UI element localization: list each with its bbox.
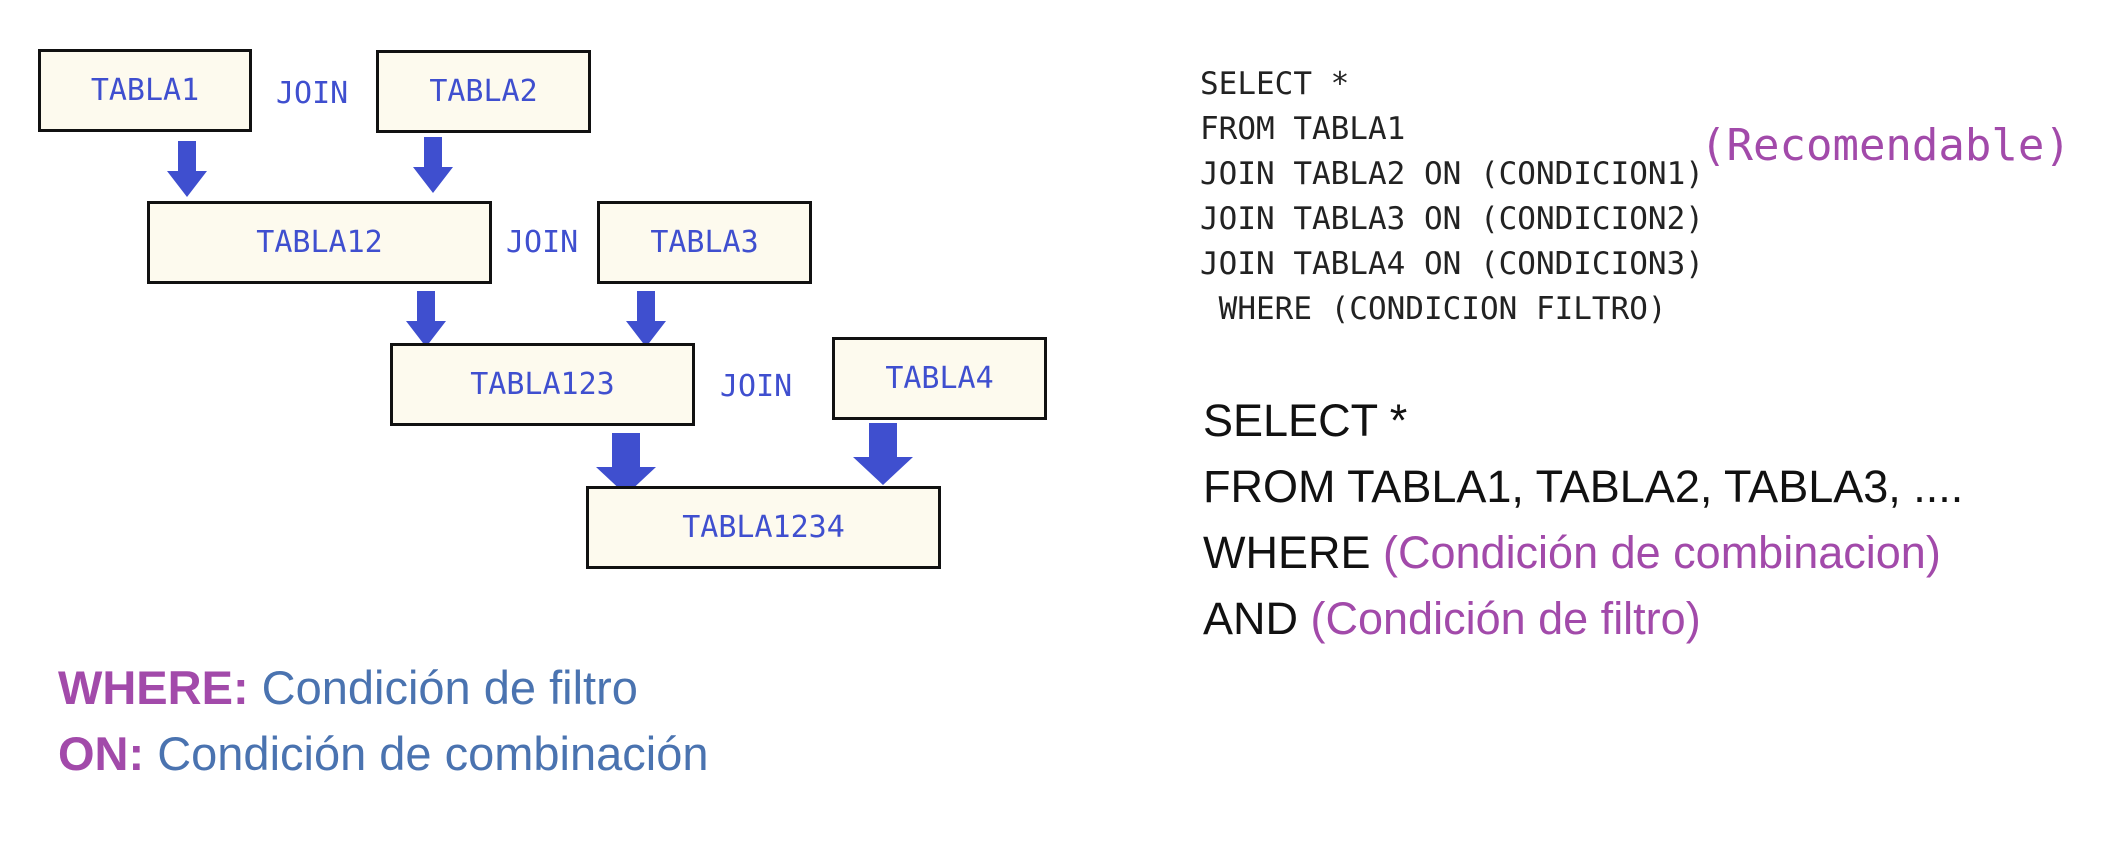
sql-line: JOIN TABLA4 ON (CONDICION3) (1200, 246, 1704, 282)
sql-line: SELECT * (1200, 66, 1350, 102)
legend-on: ON: Condición de combinación (58, 721, 709, 787)
sql-alt-line: AND (Condición de filtro) (1203, 586, 1963, 652)
sql-alternative-block: SELECT * FROM TABLA1, TABLA2, TABLA3, ..… (1203, 388, 1963, 652)
legend-description: Condición de combinación (144, 727, 709, 780)
table-box-tabla123: TABLA123 (390, 343, 695, 426)
legend-keyword: WHERE: (58, 661, 249, 714)
sql-line: WHERE (CONDICION FILTRO) (1200, 291, 1667, 327)
table-box-tabla12: TABLA12 (147, 201, 492, 284)
sql-condition: (Condición de combinacion) (1383, 527, 1941, 578)
sql-line: JOIN TABLA2 ON (CONDICION1) (1200, 156, 1704, 192)
table-label: TABLA3 (650, 225, 759, 260)
arrow-tabla2-to-tabla12 (413, 137, 453, 193)
arrow-tabla4-to-tabla1234 (853, 423, 913, 485)
sql-line: FROM TABLA1 (1200, 111, 1406, 147)
recommended-note: (Recomendable) (1700, 120, 2071, 171)
table-box-tabla1: TABLA1 (38, 49, 252, 132)
sql-alt-line: FROM TABLA1, TABLA2, TABLA3, .... (1203, 461, 1964, 512)
legend-description: Condición de filtro (248, 661, 638, 714)
table-label: TABLA123 (470, 367, 615, 402)
arrow-tabla3-to-tabla123 (626, 291, 666, 347)
table-box-tabla2: TABLA2 (376, 50, 591, 133)
join-label: JOIN (276, 76, 349, 111)
arrow-tabla12-to-tabla123 (406, 291, 446, 347)
sql-keyword: AND (1203, 593, 1311, 644)
legend-where: WHERE: Condición de filtro (58, 655, 709, 721)
table-label: TABLA1 (90, 73, 200, 108)
table-label: TABLA4 (885, 361, 994, 396)
join-label: JOIN (506, 225, 579, 260)
table-box-tabla3: TABLA3 (597, 201, 812, 284)
sql-line: JOIN TABLA3 ON (CONDICION2) (1200, 201, 1704, 237)
legend-keyword: ON: (58, 727, 145, 780)
sql-condition: (Condición de filtro) (1310, 593, 1701, 644)
table-box-tabla1234: TABLA1234 (586, 486, 941, 569)
table-label: TABLA12 (256, 225, 383, 260)
table-label: TABLA1234 (682, 510, 845, 545)
arrow-tabla1-to-tabla12 (167, 141, 207, 197)
sql-alt-line: WHERE (Condición de combinacion) (1203, 520, 1963, 586)
sql-alt-line: SELECT * (1203, 395, 1408, 446)
legend: WHERE: Condición de filtro ON: Condición… (58, 655, 709, 787)
join-label: JOIN (720, 369, 793, 404)
sql-keyword: WHERE (1203, 527, 1383, 578)
sql-recommended-block: SELECT * FROM TABLA1 JOIN TABLA2 ON (CON… (1200, 62, 1704, 332)
table-label: TABLA2 (429, 74, 538, 109)
table-box-tabla4: TABLA4 (832, 337, 1047, 420)
